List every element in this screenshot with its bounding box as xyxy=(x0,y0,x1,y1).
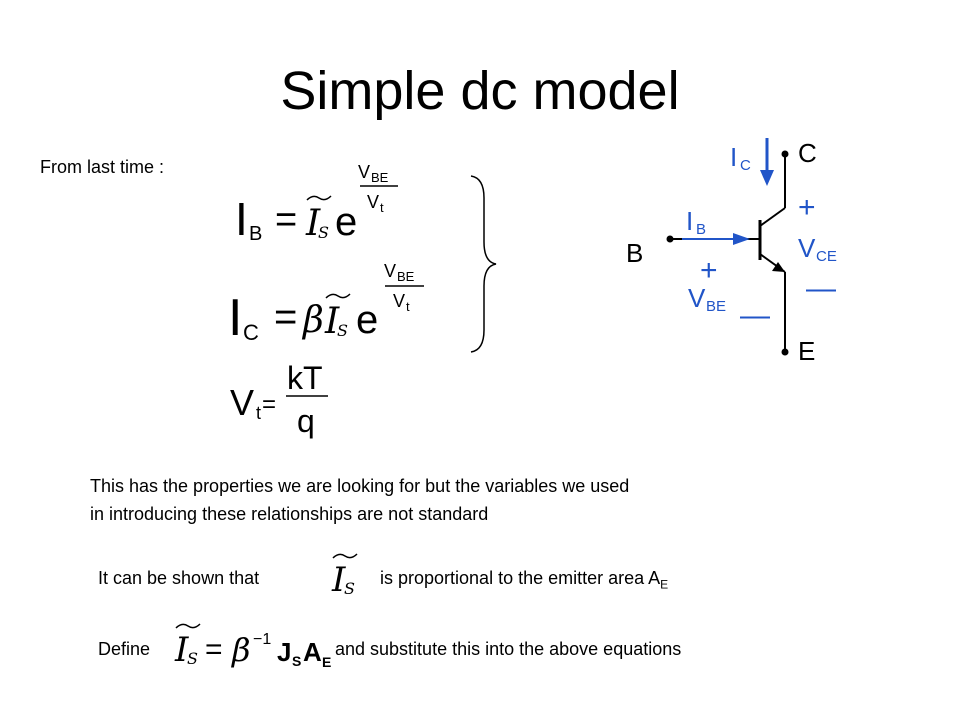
equation-ic: I C = β I S e V BE V t xyxy=(228,261,424,347)
ib-arrow-icon xyxy=(733,233,750,245)
bjt-circuit-diagram: C B E I C I B + V CE — + V BE — xyxy=(626,138,837,366)
collector-diag xyxy=(759,207,786,227)
collector-terminal xyxy=(781,150,789,158)
vt-lhs-sub: t xyxy=(256,403,261,423)
define-a: A xyxy=(303,637,322,667)
define-equals: = xyxy=(205,633,223,666)
ib-exp-num-sub: BE xyxy=(371,170,389,185)
ib-lhs: I xyxy=(235,193,248,245)
vbe-minus: — xyxy=(740,299,770,332)
vbe-plus: + xyxy=(700,254,718,287)
base-label: B xyxy=(626,238,643,268)
vt-den: q xyxy=(297,403,315,439)
paragraph-line-2: in introducing these relationships are n… xyxy=(90,504,489,524)
vce-minus: — xyxy=(806,272,836,305)
equation-ib: I B = I S e V BE V t xyxy=(235,162,398,245)
define-beta-exp: −1 xyxy=(253,631,271,648)
ib-is-sub: S xyxy=(318,223,329,242)
slide-title: Simple dc model xyxy=(280,61,680,121)
curly-brace xyxy=(470,175,497,353)
ic-is-sub: S xyxy=(337,321,348,340)
ib-label-sub: B xyxy=(696,221,706,238)
vbe-label: V xyxy=(688,283,706,313)
equation-vt: V t = kT q xyxy=(230,360,328,439)
ib-equals: = xyxy=(275,199,297,241)
ib-exp-num: V xyxy=(358,162,370,182)
ic-exp-den: V xyxy=(393,291,405,311)
equation-define: I S = β −1 J S A E xyxy=(174,623,331,670)
define-j: J xyxy=(277,637,291,667)
vce-label: V xyxy=(798,233,816,263)
emitter-arrow-icon xyxy=(772,262,785,272)
ic-e: e xyxy=(356,298,378,342)
intro-text: From last time : xyxy=(40,157,165,177)
paragraph-line-1: This has the properties we are looking f… xyxy=(90,476,630,496)
is-symbol: I S xyxy=(331,553,358,600)
ib-label: I xyxy=(686,206,693,236)
is-symbol-sub: S xyxy=(344,579,355,598)
vt-num: kT xyxy=(287,360,323,396)
define-a-sub: E xyxy=(322,654,331,670)
define-is-sub: S xyxy=(187,649,198,668)
ib-e: e xyxy=(335,200,357,244)
ic-label: I xyxy=(730,142,737,172)
vbe-label-sub: BE xyxy=(706,298,726,315)
vce-plus: + xyxy=(798,191,816,224)
ib-is: I xyxy=(305,203,321,244)
ib-exp-den-sub: t xyxy=(380,200,384,215)
define-j-sub: S xyxy=(292,653,301,669)
emitter-label: E xyxy=(798,336,815,366)
ic-arrow-icon xyxy=(760,170,774,186)
base-terminal xyxy=(666,235,674,243)
vt-equals: = xyxy=(262,391,276,418)
is-symbol-i: I xyxy=(331,560,346,600)
ic-beta: β xyxy=(301,300,324,341)
vce-label-sub: CE xyxy=(816,248,837,265)
ic-lhs: I xyxy=(228,289,242,347)
is-symbol-tilde xyxy=(332,553,358,559)
vt-lhs: V xyxy=(230,382,254,423)
shown-suffix-line: is proportional to the emitter area AE xyxy=(380,566,668,597)
ib-tilde xyxy=(306,195,332,201)
define-prefix: Define xyxy=(98,639,151,659)
define-beta: β xyxy=(231,631,251,669)
shown-suffix: is proportional to the emitter area A xyxy=(380,568,661,588)
ic-tilde xyxy=(325,293,351,299)
ib-exp-den: V xyxy=(367,192,379,212)
ic-lhs-sub: C xyxy=(243,320,259,345)
collector-label: C xyxy=(798,138,817,168)
define-tilde xyxy=(175,623,201,629)
ic-equals: = xyxy=(274,295,297,339)
define-suffix: and substitute this into the above equat… xyxy=(335,639,682,659)
shown-prefix: It can be shown that xyxy=(98,568,260,588)
ic-exp-num-sub: BE xyxy=(397,269,415,284)
ic-exp-den-sub: t xyxy=(406,299,410,314)
emitter-terminal xyxy=(781,348,789,356)
ic-exp-num: V xyxy=(384,261,396,281)
ic-label-sub: C xyxy=(740,157,751,174)
ic-is: I xyxy=(324,301,340,342)
ib-lhs-sub: B xyxy=(249,223,262,245)
shown-sub: E xyxy=(660,577,669,592)
define-is: I xyxy=(174,630,189,670)
